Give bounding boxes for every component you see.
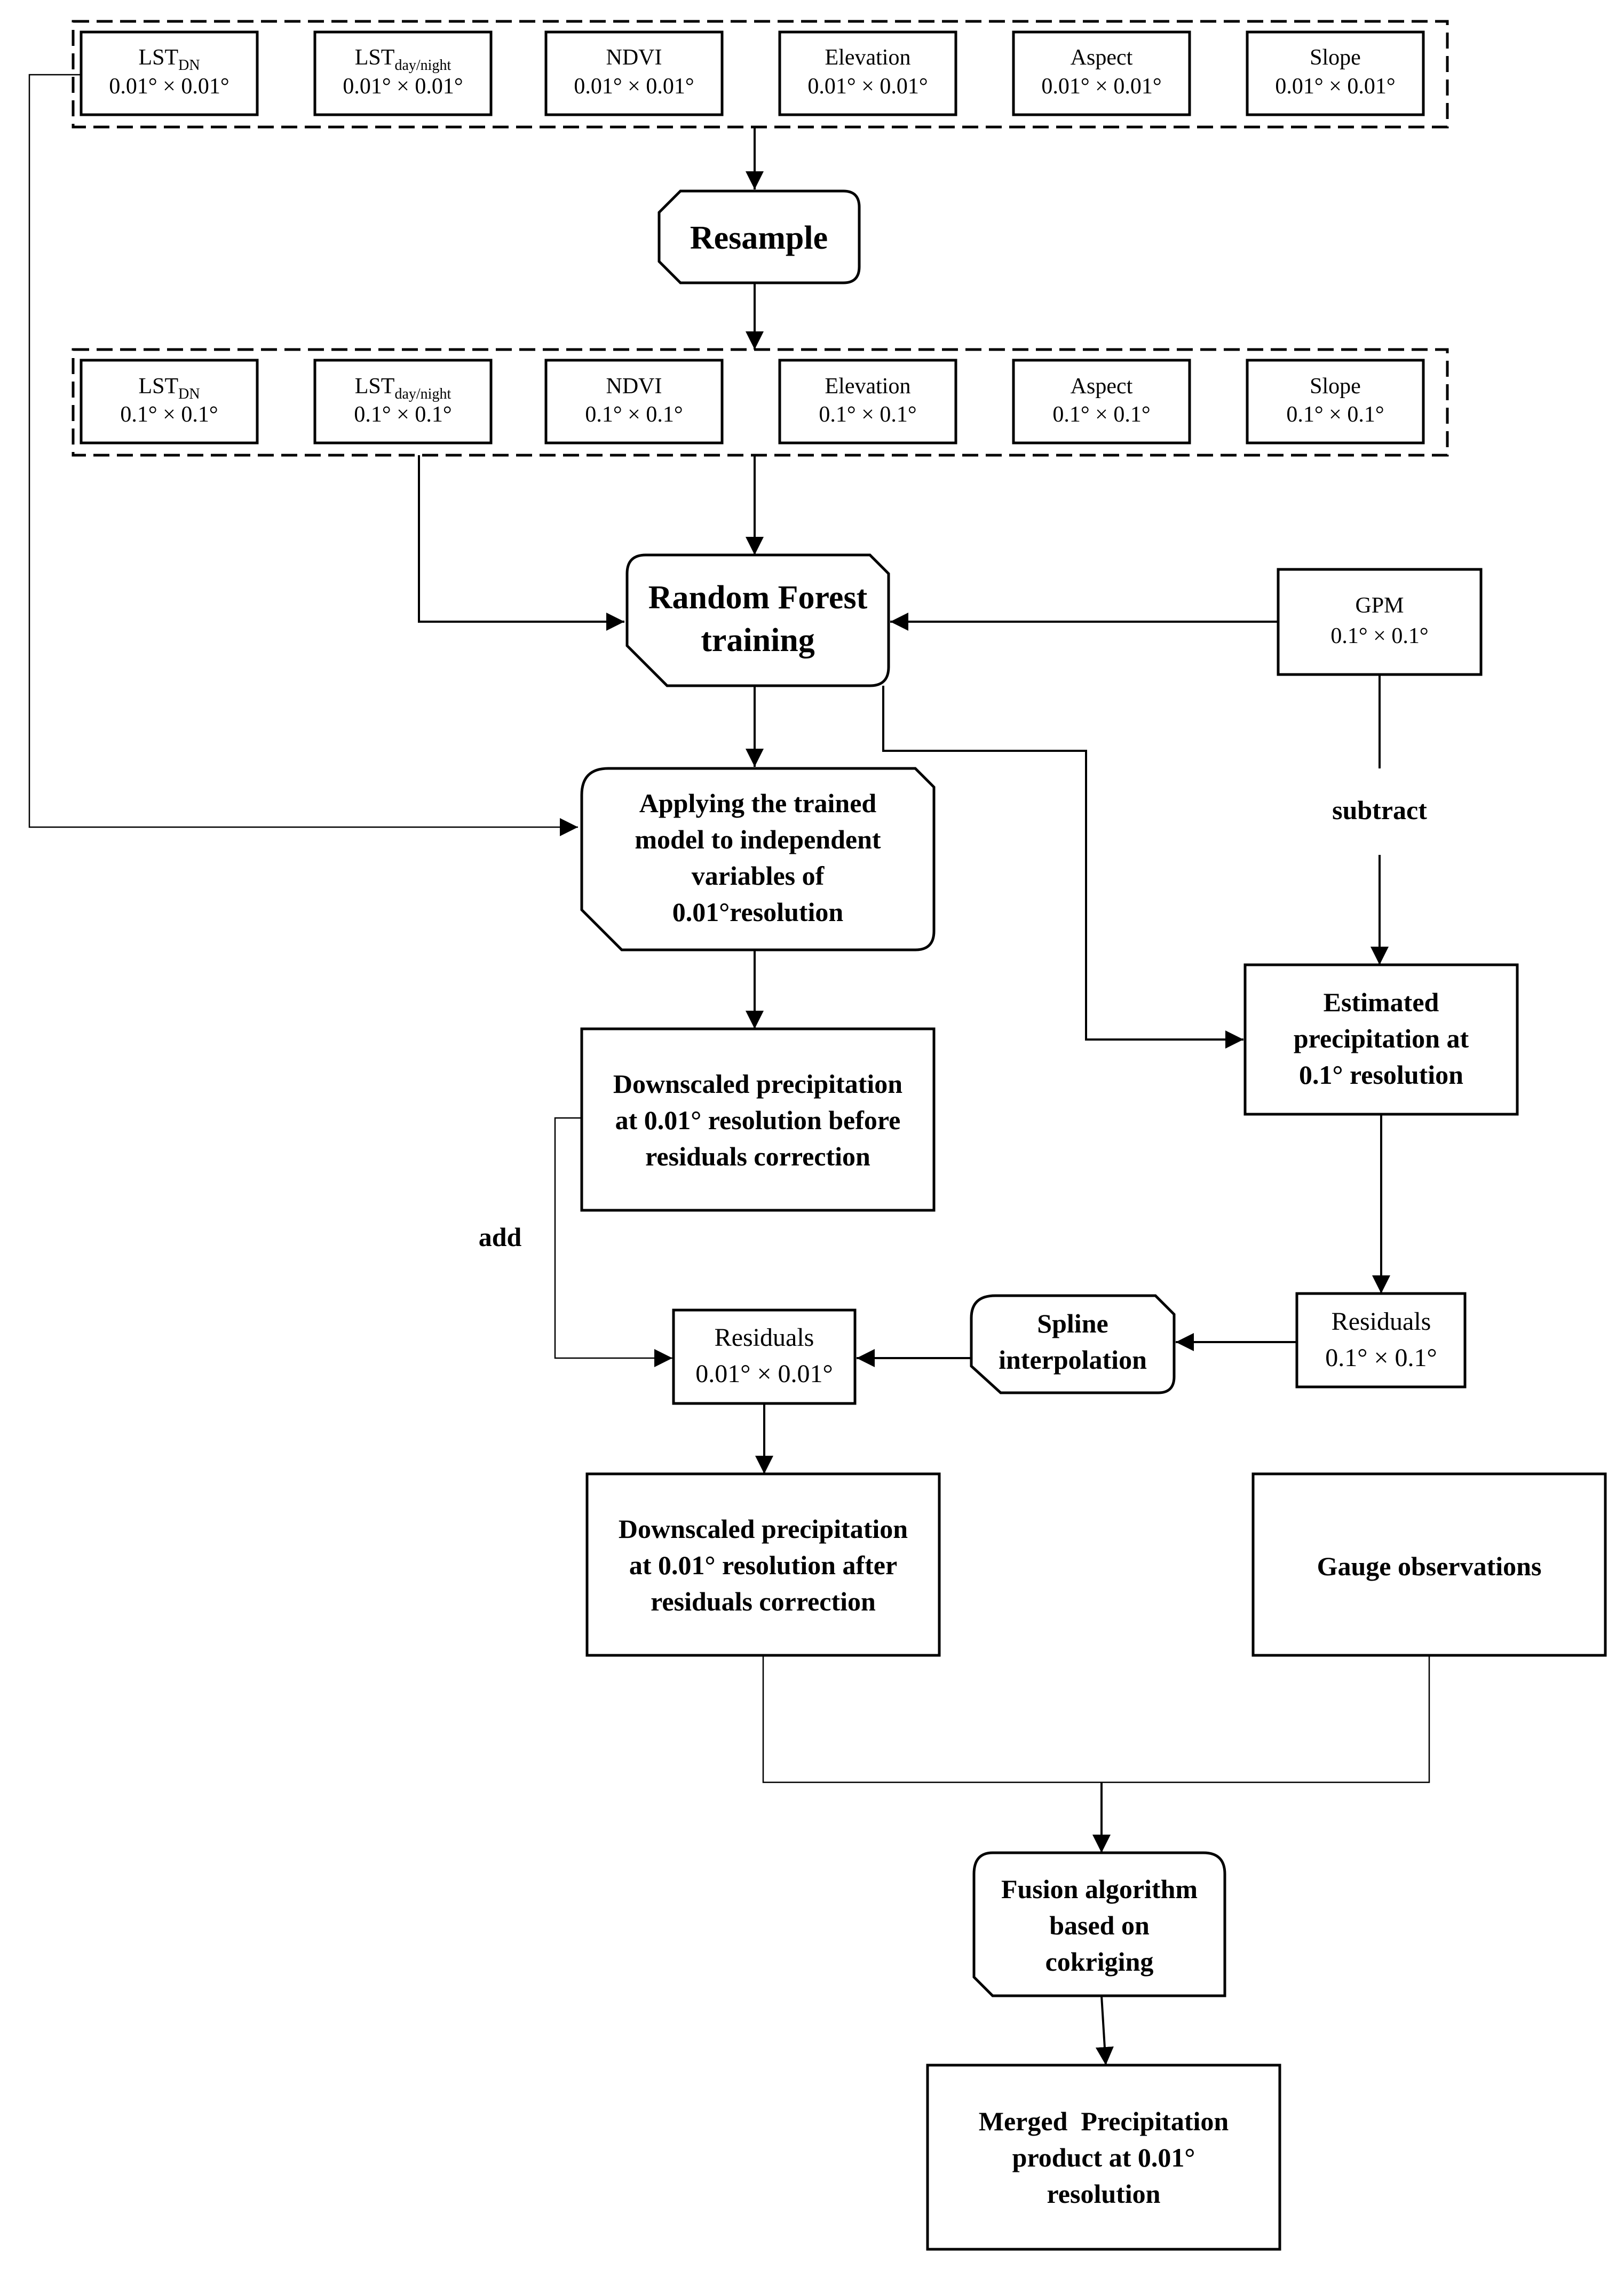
fine-inputs-row: LSTDN 0.01° × 0.01° LSTday/night 0.01° ×… <box>80 30 1425 116</box>
residuals-fine-name: Residuals <box>715 1323 814 1352</box>
downscaled-after-line2: at 0.01° resolution after <box>629 1550 897 1580</box>
fusion-line2: based on <box>1049 1910 1150 1940</box>
coarse-input-lst-day-night-res: 0.1° × 0.1° <box>354 402 451 427</box>
downscaled-after-line1: Downscaled precipitation <box>619 1514 908 1544</box>
residuals-coarse-name: Residuals <box>1332 1307 1431 1336</box>
coarse-input-lst-day-night: LSTday/night 0.1° × 0.1° <box>313 359 493 445</box>
fine-input-lst-day-night: LSTday/night 0.01° × 0.01° <box>313 30 493 116</box>
merged-line3: resolution <box>1047 2179 1161 2209</box>
apply-model-line2: model to independent <box>635 824 881 854</box>
downscaled-before-line1: Downscaled precipitation <box>613 1069 902 1099</box>
coarse-input-slope-res: 0.1° × 0.1° <box>1286 402 1384 427</box>
coarse-input-lst-dn-res: 0.1° × 0.1° <box>120 402 218 427</box>
subtract-label: subtract <box>1332 795 1427 825</box>
downscaled-before-node: Downscaled precipitation at 0.01° resolu… <box>580 1027 936 1212</box>
merged-line1: Merged Precipitation <box>979 2106 1229 2136</box>
coarse-input-aspect: Aspect 0.1° × 0.1° <box>1012 359 1191 445</box>
fine-input-aspect-res: 0.01° × 0.01° <box>1041 74 1161 99</box>
coarse-input-lst-dn-name: LSTDN <box>138 374 200 402</box>
coarse-input-ndvi-name: NDVI <box>606 374 662 399</box>
fine-input-lst-dn-name: LSTDN <box>138 45 200 74</box>
estimated-precip-line2: precipitation at <box>1294 1024 1469 1053</box>
fusion-line3: cokriging <box>1045 1947 1154 1977</box>
fine-input-ndvi-name: NDVI <box>606 45 662 70</box>
fine-input-elevation-res: 0.01° × 0.01° <box>807 74 928 99</box>
gpm-node: GPM 0.1° × 0.1° <box>1277 568 1483 676</box>
fine-input-slope-name: Slope <box>1310 45 1361 70</box>
fine-input-lst-day-night-name: LSTday/night <box>355 45 451 74</box>
fine-input-lst-dn: LSTDN 0.01° × 0.01° <box>80 30 259 116</box>
apply-model-node: Applying the trained model to independen… <box>580 767 936 951</box>
coarse-inputs-group <box>72 348 1449 457</box>
fine-input-aspect-name: Aspect <box>1071 45 1133 70</box>
coarse-input-lst-dn: LSTDN 0.1° × 0.1° <box>80 359 259 445</box>
residuals-fine-res: 0.01° × 0.01° <box>695 1360 833 1388</box>
apply-model-line4: 0.01°resolution <box>672 897 844 927</box>
gpm-name: GPM <box>1355 593 1404 618</box>
arrow-rf-to-estimated <box>882 686 1243 1049</box>
rf-training-node: Random Forest training <box>625 553 890 687</box>
coarse-input-ndvi: NDVI 0.1° × 0.1° <box>544 359 724 445</box>
coarse-input-slope: Slope 0.1° × 0.1° <box>1246 359 1425 445</box>
gauge-label: Gauge observations <box>1317 1551 1542 1581</box>
merged-line2: product at 0.01° <box>1012 2143 1195 2172</box>
downscaled-after-node: Downscaled precipitation at 0.01° resolu… <box>585 1472 941 1657</box>
fine-input-elevation-name: Elevation <box>825 45 911 70</box>
downscaled-after-line3: residuals correction <box>651 1586 876 1616</box>
spline-node: Spline interpolation <box>970 1294 1176 1394</box>
spline-line2: interpolation <box>999 1345 1147 1375</box>
fine-input-ndvi: NDVI 0.01° × 0.01° <box>544 30 724 116</box>
rf-training-line2: training <box>701 622 815 659</box>
rf-training-line1: Random Forest <box>648 580 868 616</box>
resample-node: Resample <box>657 189 861 284</box>
gauge-node: Gauge observations <box>1251 1472 1607 1657</box>
merged-node: Merged Precipitation product at 0.01° re… <box>926 2064 1281 2251</box>
coarse-input-aspect-res: 0.1° × 0.1° <box>1052 402 1150 427</box>
fine-input-elevation: Elevation 0.01° × 0.01° <box>778 30 957 116</box>
fine-input-aspect: Aspect 0.01° × 0.01° <box>1012 30 1191 116</box>
coarse-input-elevation-res: 0.1° × 0.1° <box>819 402 916 427</box>
coarse-input-elevation-name: Elevation <box>825 374 911 399</box>
coarse-input-ndvi-res: 0.1° × 0.1° <box>585 402 683 427</box>
fusion-line1: Fusion algorithm <box>1001 1874 1198 1904</box>
fine-input-lst-day-night-res: 0.01° × 0.01° <box>343 74 463 99</box>
coarse-input-slope-name: Slope <box>1310 374 1361 399</box>
fusion-node: Fusion algorithm based on cokriging <box>972 1851 1226 1997</box>
estimated-precip-node: Estimated precipitation at 0.1° resoluti… <box>1243 963 1519 1116</box>
arrow-fine-inputs-to-apply <box>28 74 578 836</box>
downscaled-before-line3: residuals correction <box>645 1141 870 1171</box>
add-label: add <box>479 1222 522 1252</box>
downscaled-before-line2: at 0.01° resolution before <box>615 1105 901 1135</box>
estimated-precip-line1: Estimated <box>1324 987 1439 1017</box>
fine-inputs-group <box>72 20 1449 129</box>
spline-line1: Spline <box>1037 1308 1108 1338</box>
arrow-add-to-residuals-fine <box>554 1117 672 1367</box>
coarse-inputs-row: LSTDN 0.1° × 0.1° LSTday/night 0.1° × 0.… <box>80 359 1425 445</box>
fine-input-ndvi-res: 0.01° × 0.01° <box>574 74 694 99</box>
fine-input-slope-res: 0.01° × 0.01° <box>1275 74 1395 99</box>
fine-input-lst-dn-res: 0.01° × 0.01° <box>109 74 229 99</box>
apply-model-line1: Applying the trained <box>639 788 877 818</box>
estimated-precip-line3: 0.1° resolution <box>1299 1060 1463 1090</box>
residuals-coarse-res: 0.1° × 0.1° <box>1325 1344 1437 1372</box>
merge-connector <box>762 1655 1430 1783</box>
arrow-fusion-to-merged <box>1095 1995 1114 2066</box>
residuals-coarse-node: Residuals 0.1° × 0.1° <box>1295 1292 1467 1389</box>
residuals-fine-node: Residuals 0.01° × 0.01° <box>672 1308 857 1405</box>
gpm-res: 0.1° × 0.1° <box>1330 624 1428 648</box>
coarse-input-lst-day-night-name: LSTday/night <box>355 374 451 402</box>
resample-label: Resample <box>690 220 828 256</box>
coarse-input-aspect-name: Aspect <box>1071 374 1133 399</box>
apply-model-line3: variables of <box>692 861 825 891</box>
fine-input-slope: Slope 0.01° × 0.01° <box>1246 30 1425 116</box>
arrow-lst-daynight-to-rf <box>418 455 624 631</box>
coarse-input-elevation: Elevation 0.1° × 0.1° <box>778 359 957 445</box>
